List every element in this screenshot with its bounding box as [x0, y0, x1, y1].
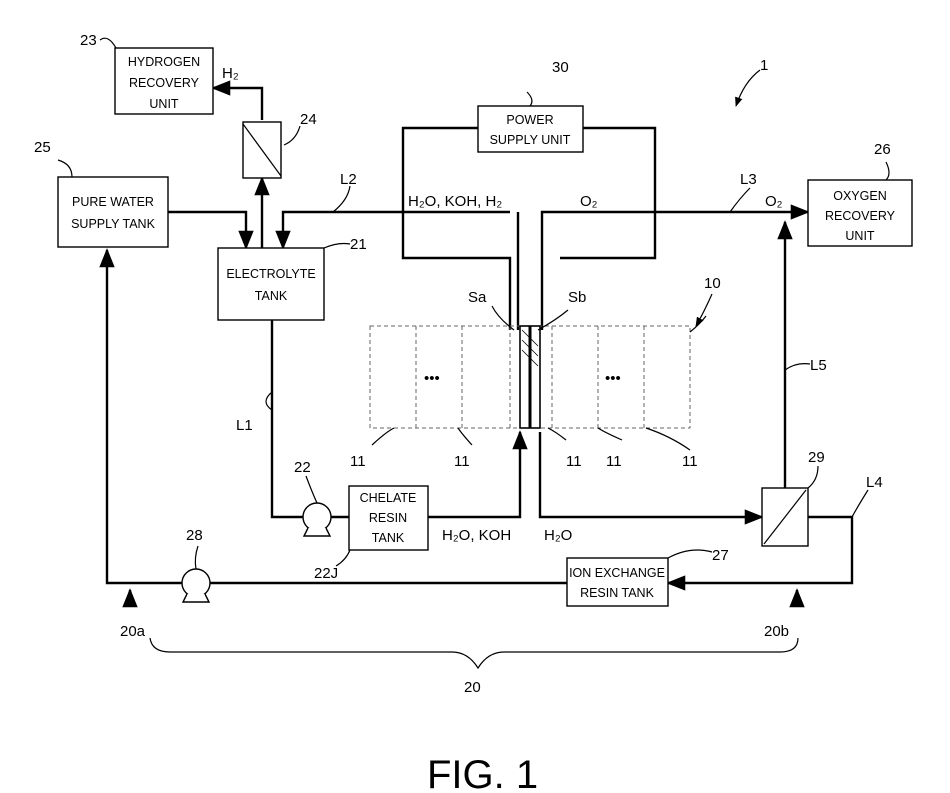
label-l5: L5 — [810, 357, 827, 374]
electrolyte-tank-line-2: TANK — [255, 289, 288, 303]
line-koh-supply — [428, 432, 520, 517]
line-water-to-filter — [540, 432, 762, 517]
filter-24-icon — [243, 122, 281, 178]
pure-water-line-2: SUPPLY TANK — [71, 217, 155, 231]
ref-25: 25 — [34, 139, 51, 156]
ref-1: 1 — [760, 57, 768, 74]
ref-27: 27 — [712, 547, 729, 564]
hydrogen-recovery-line-1: HYDROGEN — [128, 55, 200, 69]
line-l3 — [542, 212, 808, 330]
ref-21: 21 — [350, 236, 367, 253]
electrolyte-tank — [218, 248, 324, 320]
ref-11-c: 11 — [566, 453, 582, 470]
pure-water-supply-tank — [58, 177, 168, 247]
ref-11-a: 11 — [350, 453, 366, 470]
o2-recovery-label: O₂ — [765, 193, 783, 210]
ion-exchange-line-2: RESIN TANK — [580, 586, 655, 600]
ref-22j: 22J — [314, 565, 338, 582]
power-supply-line-2: SUPPLY UNIT — [490, 133, 571, 147]
chelate-line-2: RESIN — [369, 511, 407, 525]
label-sa: Sa — [468, 289, 487, 306]
oxygen-recovery-line-2: RECOVERY — [825, 209, 896, 223]
ref-11-d: 11 — [606, 453, 622, 470]
stack-dots-right: ••• — [605, 370, 621, 387]
ref-24: 24 — [300, 111, 317, 128]
ref-11-b: 11 — [454, 453, 470, 470]
ref-20: 20 — [464, 679, 481, 696]
stack-dots-left: ••• — [424, 370, 440, 387]
ion-exchange-line-1: ION EXCHANGE — [569, 566, 665, 580]
pump-28-icon — [182, 569, 210, 602]
line-20a — [107, 250, 182, 583]
hydrogen-recovery-line-2: RECOVERY — [129, 76, 200, 90]
chelate-line-3: TANK — [372, 531, 405, 545]
label-sb: Sb — [568, 289, 586, 306]
power-supply-line-1: POWER — [506, 113, 553, 127]
line-pure-water-feed — [168, 212, 246, 248]
ref-20a: 20a — [120, 623, 146, 640]
ref-29: 29 — [808, 449, 825, 466]
chelate-line-1: CHELATE — [360, 491, 417, 505]
ref-11-e: 11 — [682, 453, 698, 470]
label-l2: L2 — [340, 171, 357, 188]
ref-23: 23 — [80, 32, 97, 49]
leader-lines — [58, 38, 889, 668]
anode-outflow-label: H₂O, KOH, H₂ — [408, 193, 502, 210]
power-wire-left — [403, 128, 510, 330]
line-l2 — [283, 212, 510, 248]
label-l1: L1 — [236, 417, 253, 434]
ref-28: 28 — [186, 527, 203, 544]
pump-22-icon — [303, 503, 331, 536]
koh-inflow-label: H₂O, KOH — [442, 527, 511, 544]
ref-10: 10 — [704, 275, 721, 292]
ref-1-arrow — [736, 70, 760, 106]
ref-26: 26 — [874, 141, 891, 158]
pure-water-line-1: PURE WATER — [72, 195, 154, 209]
label-l4: L4 — [866, 474, 883, 491]
water-inflow-label: H₂O — [544, 527, 572, 544]
ref-10-arrow — [696, 294, 712, 326]
figure-caption: FIG. 1 — [427, 753, 538, 793]
hydrogen-recovery-line-3: UNIT — [149, 97, 179, 111]
ref-30: 30 — [552, 59, 569, 76]
label-l3: L3 — [740, 171, 757, 188]
o2-outflow-label: O₂ — [580, 193, 598, 210]
line-h2-out — [213, 88, 262, 120]
line-l1 — [272, 320, 303, 517]
oxygen-recovery-line-1: OXYGEN — [833, 189, 887, 203]
filter-29-icon — [762, 488, 808, 546]
h2-label: H₂ — [222, 65, 239, 82]
ref-22: 22 — [294, 459, 311, 476]
electrolysis-stack — [370, 326, 690, 428]
electrolyte-tank-line-1: ELECTROLYTE — [226, 267, 315, 281]
ref-20b: 20b — [764, 623, 789, 640]
oxygen-recovery-line-3: UNIT — [845, 229, 875, 243]
